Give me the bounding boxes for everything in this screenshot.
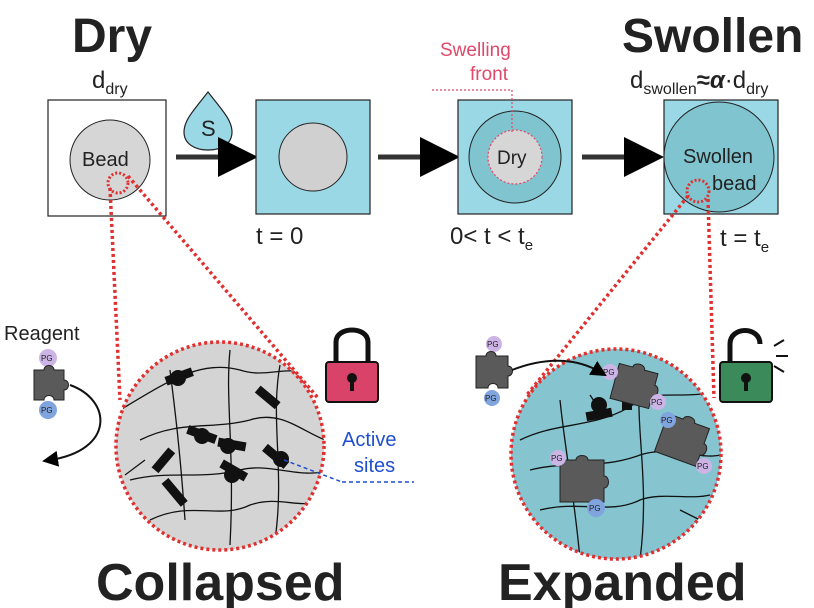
svg-text:PG: PG (487, 340, 499, 349)
docked-reagent-3: PG PG (653, 412, 712, 474)
svg-text:PG: PG (589, 504, 601, 513)
svg-text:PG: PG (661, 416, 673, 425)
d-swollen-label: dswollen≈α·ddry (630, 67, 768, 98)
d-dry-label: ddry (92, 67, 128, 98)
dry-core (487, 129, 543, 185)
swollen-bead-label-2: bead (712, 173, 757, 195)
docked-reagent-1: PG PG (602, 362, 666, 410)
swollen-bead-label-1: Swollen (683, 146, 753, 168)
svg-text:PG: PG (485, 394, 497, 403)
dry-core-label: Dry (497, 148, 527, 169)
open-lock-icon (719, 328, 788, 403)
dry-title: Dry (72, 10, 152, 63)
zoom-line-right-a (524, 194, 690, 398)
svg-text:PG: PG (41, 406, 53, 415)
swelling-front-leader (432, 89, 513, 132)
svg-text:t = te: t = te (720, 225, 769, 256)
solvent-label: S (201, 116, 216, 141)
reagent-enter-arrow (511, 359, 607, 377)
reagent-puzzle-icon: PG PG (33, 349, 69, 419)
dry-bead (69, 119, 151, 201)
expanded-network: PG PG PG PG PG PG (509, 347, 723, 561)
svg-text:dswollen≈α·ddry: dswollen≈α·ddry (630, 67, 768, 98)
end-time-label: t = te (720, 225, 769, 256)
active-sites-label-2: sites (354, 455, 395, 477)
docked-reagent-2: PG PG (550, 450, 609, 517)
active-sites-label-1: Active (342, 429, 396, 451)
swelling-front-label-2: front (470, 64, 509, 85)
swollen-title: Swollen (622, 10, 803, 63)
collapsed-title: Collapsed (96, 554, 345, 608)
swollen-bead (663, 101, 775, 213)
svg-text:PG: PG (697, 462, 709, 471)
reagent-label: Reagent (4, 323, 80, 345)
t0-bead (278, 122, 348, 192)
expanded-title: Expanded (498, 554, 747, 608)
svg-text:0< t < te: 0< t < te (450, 223, 533, 254)
zoom-line-left-b (126, 174, 320, 400)
closed-lock-icon (325, 327, 379, 403)
active-sites-leader (283, 459, 343, 483)
collapsed-network (114, 340, 326, 552)
zoom-line-right-b (706, 198, 716, 399)
svg-text:ddry: ddry (92, 67, 128, 98)
incoming-reagent-icon: PG PG (475, 336, 513, 406)
svg-text:PG: PG (603, 368, 615, 377)
solvent-drop-icon: S (183, 91, 233, 151)
bead-label: Bead (82, 149, 129, 171)
swollen-zoom-spot (685, 178, 711, 204)
mid-time-label: 0< t < te (450, 223, 533, 254)
svg-text:PG: PG (41, 354, 53, 363)
dry-zoom-spot (106, 171, 130, 195)
t0-label: t = 0 (256, 223, 303, 250)
svg-text:PG: PG (551, 454, 563, 463)
zoom-line-left-a (108, 187, 122, 401)
swelling-front-label-1: Swelling (440, 40, 511, 61)
reagent-blocked-arrow (42, 384, 102, 467)
svg-text:PG: PG (651, 398, 663, 407)
